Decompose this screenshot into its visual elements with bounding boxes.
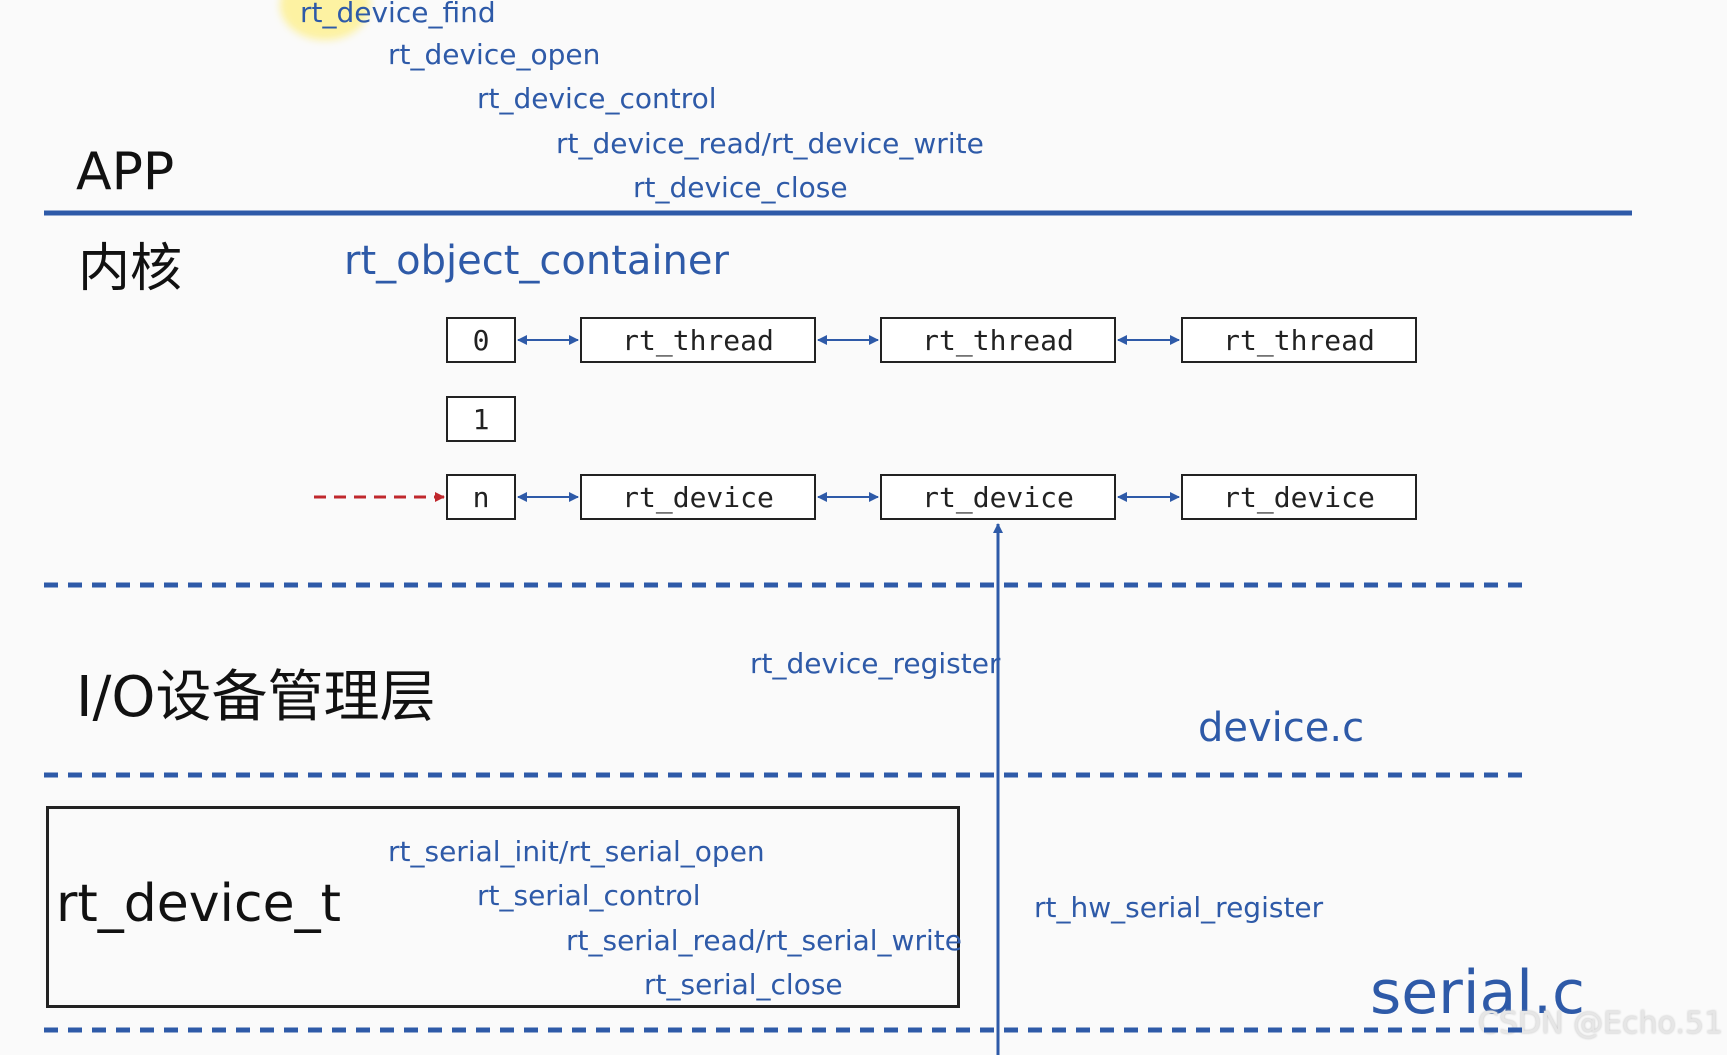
api-rt-hw-serial-register: rt_hw_serial_register [1034,891,1324,924]
api-rt-device-open: rt_device_open [388,38,601,71]
api-rt-device-control: rt_device_control [477,82,717,115]
api-rt-device-read-write: rt_device_read/rt_device_write [556,127,984,160]
device-node-3: rt_device [1181,474,1417,520]
layer-label-io: I/O设备管理层 [76,665,436,730]
thread-node-3: rt_thread [1181,317,1417,363]
layer-label-kernel: 内核 [78,239,183,299]
api-rt-device-close: rt_device_close [633,171,848,204]
file-device-c: device.c [1198,705,1365,751]
index-box-n: n [446,474,516,520]
api-rt-device-register: rt_device_register [750,647,1001,680]
thread-node-1: rt_thread [580,317,816,363]
api-rt-serial-init-open: rt_serial_init/rt_serial_open [388,835,765,868]
container-title: rt_object_container [344,238,729,284]
device-node-2: rt_device [880,474,1116,520]
api-rt-serial-read-write: rt_serial_read/rt_serial_write [566,924,962,957]
thread-node-2: rt_thread [880,317,1116,363]
api-rt-serial-close: rt_serial_close [644,968,843,1001]
struct-rt-device-t: rt_device_t [56,874,341,934]
index-box-0: 0 [446,317,516,363]
watermark: CSDN @Echo.51 [1478,1006,1724,1041]
driver-box [46,806,960,1008]
index-box-1: 1 [446,396,516,442]
api-rt-device-find: rt_device_find [300,0,496,29]
api-rt-serial-control: rt_serial_control [477,879,701,912]
layer-label-app: APP [76,142,175,202]
device-node-1: rt_device [580,474,816,520]
file-serial-c: serial.c [1370,958,1586,1028]
